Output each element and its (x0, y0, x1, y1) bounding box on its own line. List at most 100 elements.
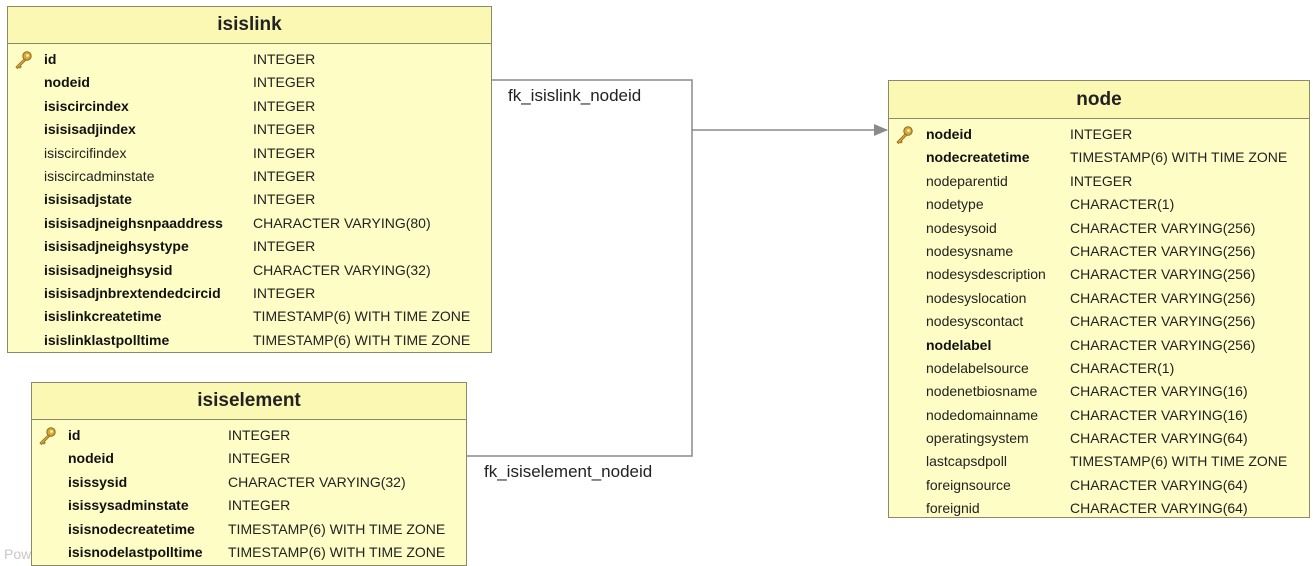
column-type: INTEGER (228, 450, 291, 467)
column-name: nodesysname (926, 242, 1014, 259)
column-type: TIMESTAMP(6) WITH TIME ZONE (228, 520, 446, 537)
column-type: TIMESTAMP(6) WITH TIME ZONE (228, 543, 446, 560)
primary-key-icon (37, 426, 57, 446)
column-type: INTEGER (253, 121, 316, 138)
column-type: INTEGER (228, 497, 291, 514)
column-type: CHARACTER VARYING(256) (1070, 266, 1256, 283)
column-type: TIMESTAMP(6) WITH TIME ZONE (1070, 149, 1288, 166)
primary-key-icon (894, 125, 914, 145)
column-row[interactable]: nodeid INTEGER (32, 447, 466, 470)
column-type: INTEGER (253, 238, 316, 255)
primary-key-icon (13, 50, 33, 70)
fk-isislink-line (492, 79, 693, 130)
column-name: foreignid (926, 500, 980, 517)
column-row[interactable]: nodecreatetime TIMESTAMP(6) WITH TIME ZON… (889, 146, 1309, 169)
column-type: TIMESTAMP(6) WITH TIME ZONE (253, 331, 471, 348)
column-row[interactable]: isisisadjindex INTEGER (8, 118, 491, 141)
column-name: lastcapsdpoll (926, 453, 1007, 470)
column-row[interactable]: nodesyslocation CHARACTER VARYING(256) (889, 287, 1309, 310)
column-row[interactable]: isisnodecreatetime TIMESTAMP(6) WITH TIME… (32, 518, 466, 541)
table-title: isiselement (32, 383, 466, 420)
column-name: nodeid (926, 126, 972, 142)
column-name: id (68, 427, 81, 443)
column-type: CHARACTER VARYING(16) (1070, 383, 1248, 400)
column-name: nodesysoid (926, 219, 997, 236)
column-name: nodeparentid (926, 172, 1008, 189)
column-type: CHARACTER VARYING(32) (228, 473, 406, 490)
column-row[interactable]: nodeparentid INTEGER (889, 170, 1309, 193)
column-type: CHARACTER(1) (1070, 359, 1175, 376)
column-name: isisisadjindex (44, 121, 136, 138)
column-name: isiscircadminstate (44, 167, 155, 184)
column-name: nodenetbiosname (926, 383, 1038, 400)
column-type: INTEGER (253, 191, 316, 208)
column-name: isisisadjstate (44, 191, 132, 208)
column-row[interactable]: nodenetbiosname CHARACTER VARYING(16) (889, 380, 1309, 403)
column-name: nodesysdescription (926, 266, 1046, 283)
column-row[interactable]: isisisadjneighsystype INTEGER (8, 235, 491, 258)
column-row[interactable]: id INTEGER (32, 424, 466, 447)
column-name: isiscircindex (44, 97, 129, 114)
column-name: operatingsystem (926, 430, 1029, 447)
column-type: CHARACTER(1) (1070, 196, 1175, 213)
column-name: isissysid (68, 473, 128, 490)
column-type: INTEGER (1070, 172, 1133, 189)
column-name: isisisadjneighsnpaaddress (44, 214, 223, 231)
table-title: isislink (8, 7, 491, 44)
column-name: nodecreatetime (926, 149, 1030, 166)
column-type: CHARACTER VARYING(256) (1070, 336, 1256, 353)
column-name: isisisadjneighsysid (44, 261, 173, 278)
column-name: nodesyslocation (926, 289, 1027, 306)
footer-text: Pow (4, 546, 32, 562)
column-name: isisnodecreatetime (68, 520, 195, 537)
column-row[interactable]: isissysid CHARACTER VARYING(32) (32, 471, 466, 494)
column-row[interactable]: nodedomainname CHARACTER VARYING(16) (889, 404, 1309, 427)
column-name: isiscircifindex (44, 144, 127, 161)
column-row[interactable]: isisisadjstate INTEGER (8, 188, 491, 211)
column-type: CHARACTER VARYING(16) (1070, 406, 1248, 423)
column-type: CHARACTER VARYING(256) (1070, 242, 1256, 259)
column-row[interactable]: nodetype CHARACTER(1) (889, 193, 1309, 216)
column-name: nodedomainname (926, 406, 1039, 423)
column-row[interactable]: nodesysname CHARACTER VARYING(256) (889, 240, 1309, 263)
column-row[interactable]: nodesysdescription CHARACTER VARYING(256) (889, 263, 1309, 286)
column-type: TIMESTAMP(6) WITH TIME ZONE (253, 308, 471, 325)
column-name: nodeid (68, 450, 114, 467)
column-name: isisisadjneighsystype (44, 238, 189, 255)
column-name: isislinklastpolltime (44, 331, 170, 348)
fk-isiselement-line (467, 130, 693, 457)
column-row[interactable]: isislinklastpolltime TIMESTAMP(6) WITH TI… (8, 329, 491, 352)
column-name: nodetype (926, 196, 984, 213)
column-type: INTEGER (253, 284, 316, 301)
column-type: CHARACTER VARYING(256) (1070, 289, 1256, 306)
column-name: nodesyscontact (926, 313, 1024, 330)
column-type: INTEGER (228, 427, 291, 443)
